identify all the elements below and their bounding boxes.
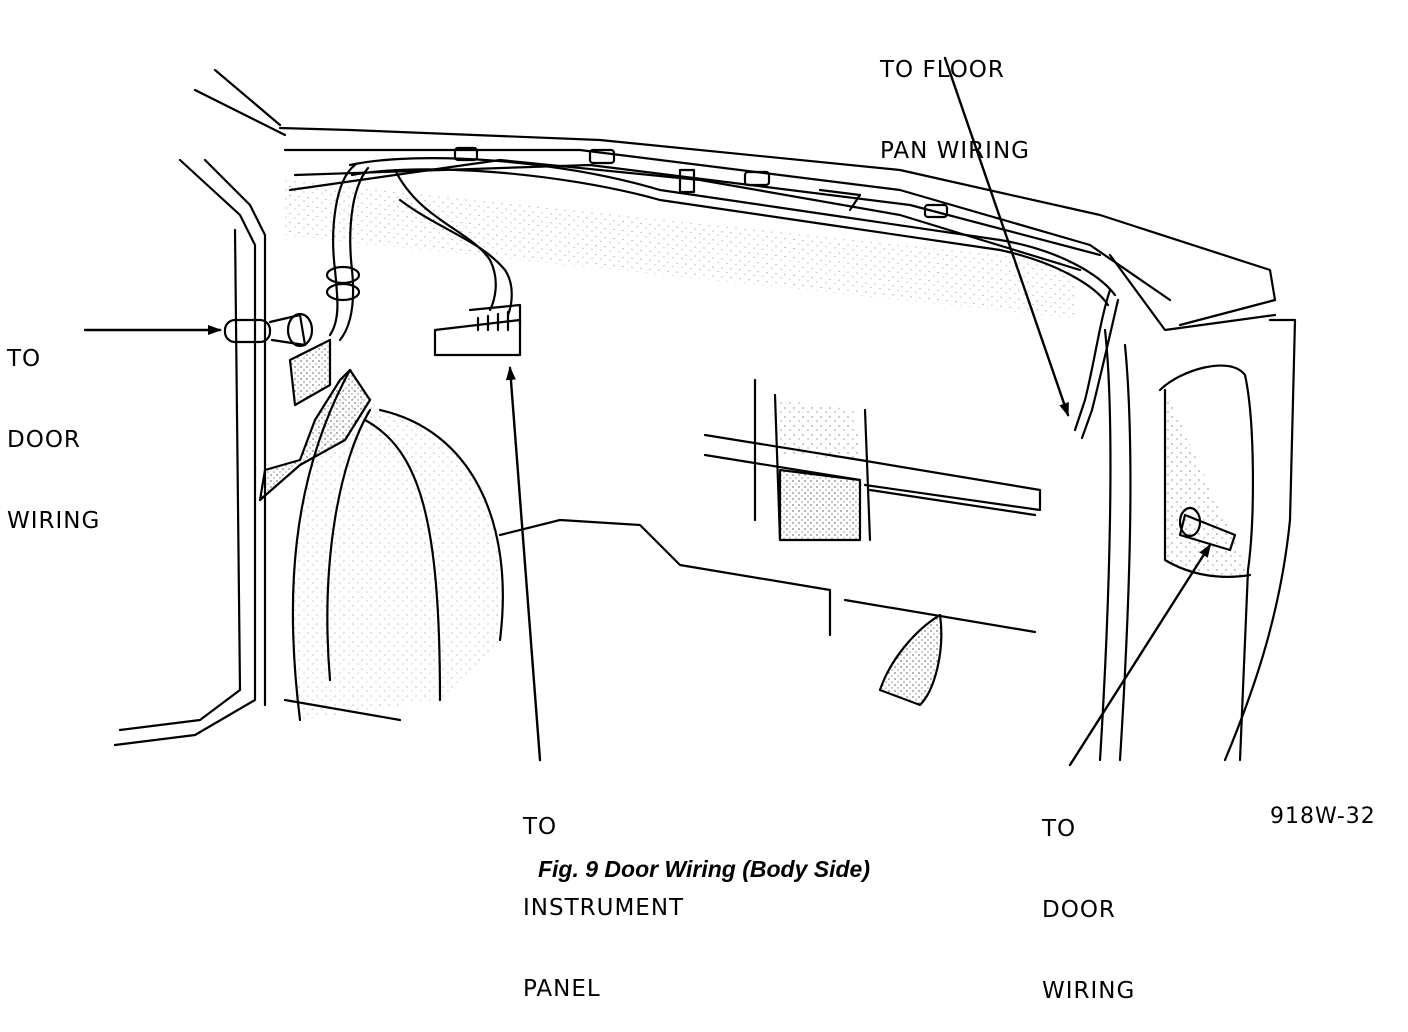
wire-harness [325,157,1120,440]
label-instrument-panel: TO INSTRUMENT PANEL [523,760,684,1030]
label-door-wiring-right: TO DOOR WIRING [1042,762,1135,1032]
figure-code: 918W-32 [1270,804,1376,829]
left-door-connector [223,312,332,407]
instrument-panel-body [498,518,1037,707]
dash-vent-frames [703,378,1042,542]
door-wiring-illustration [83,56,1297,767]
label-line: WIRING [7,508,101,534]
label-line: TO [523,814,558,840]
label-line: DOOR [7,427,81,453]
label-floor-pan-wiring: TO FLOOR PAN WIRING [880,3,1030,192]
label-line: INSTRUMENT [523,895,685,921]
instrument-panel-connector [433,303,522,357]
figure-caption: Fig. 9 Door Wiring (Body Side) [537,856,870,882]
a-pillar [113,68,287,747]
label-line: PANEL [523,976,601,1002]
label-line: TO FLOOR [880,57,1005,83]
label-line: DOOR [1042,897,1116,923]
label-line: TO [1042,816,1077,842]
label-line: WIRING [1042,978,1136,1004]
label-line: TO [7,346,42,372]
label-line: PAN WIRING [880,138,1030,164]
right-pillar [1098,318,1297,762]
label-door-wiring-left: TO DOOR WIRING [7,292,100,562]
rail-clips [453,146,949,219]
leader-lines [83,56,1212,767]
